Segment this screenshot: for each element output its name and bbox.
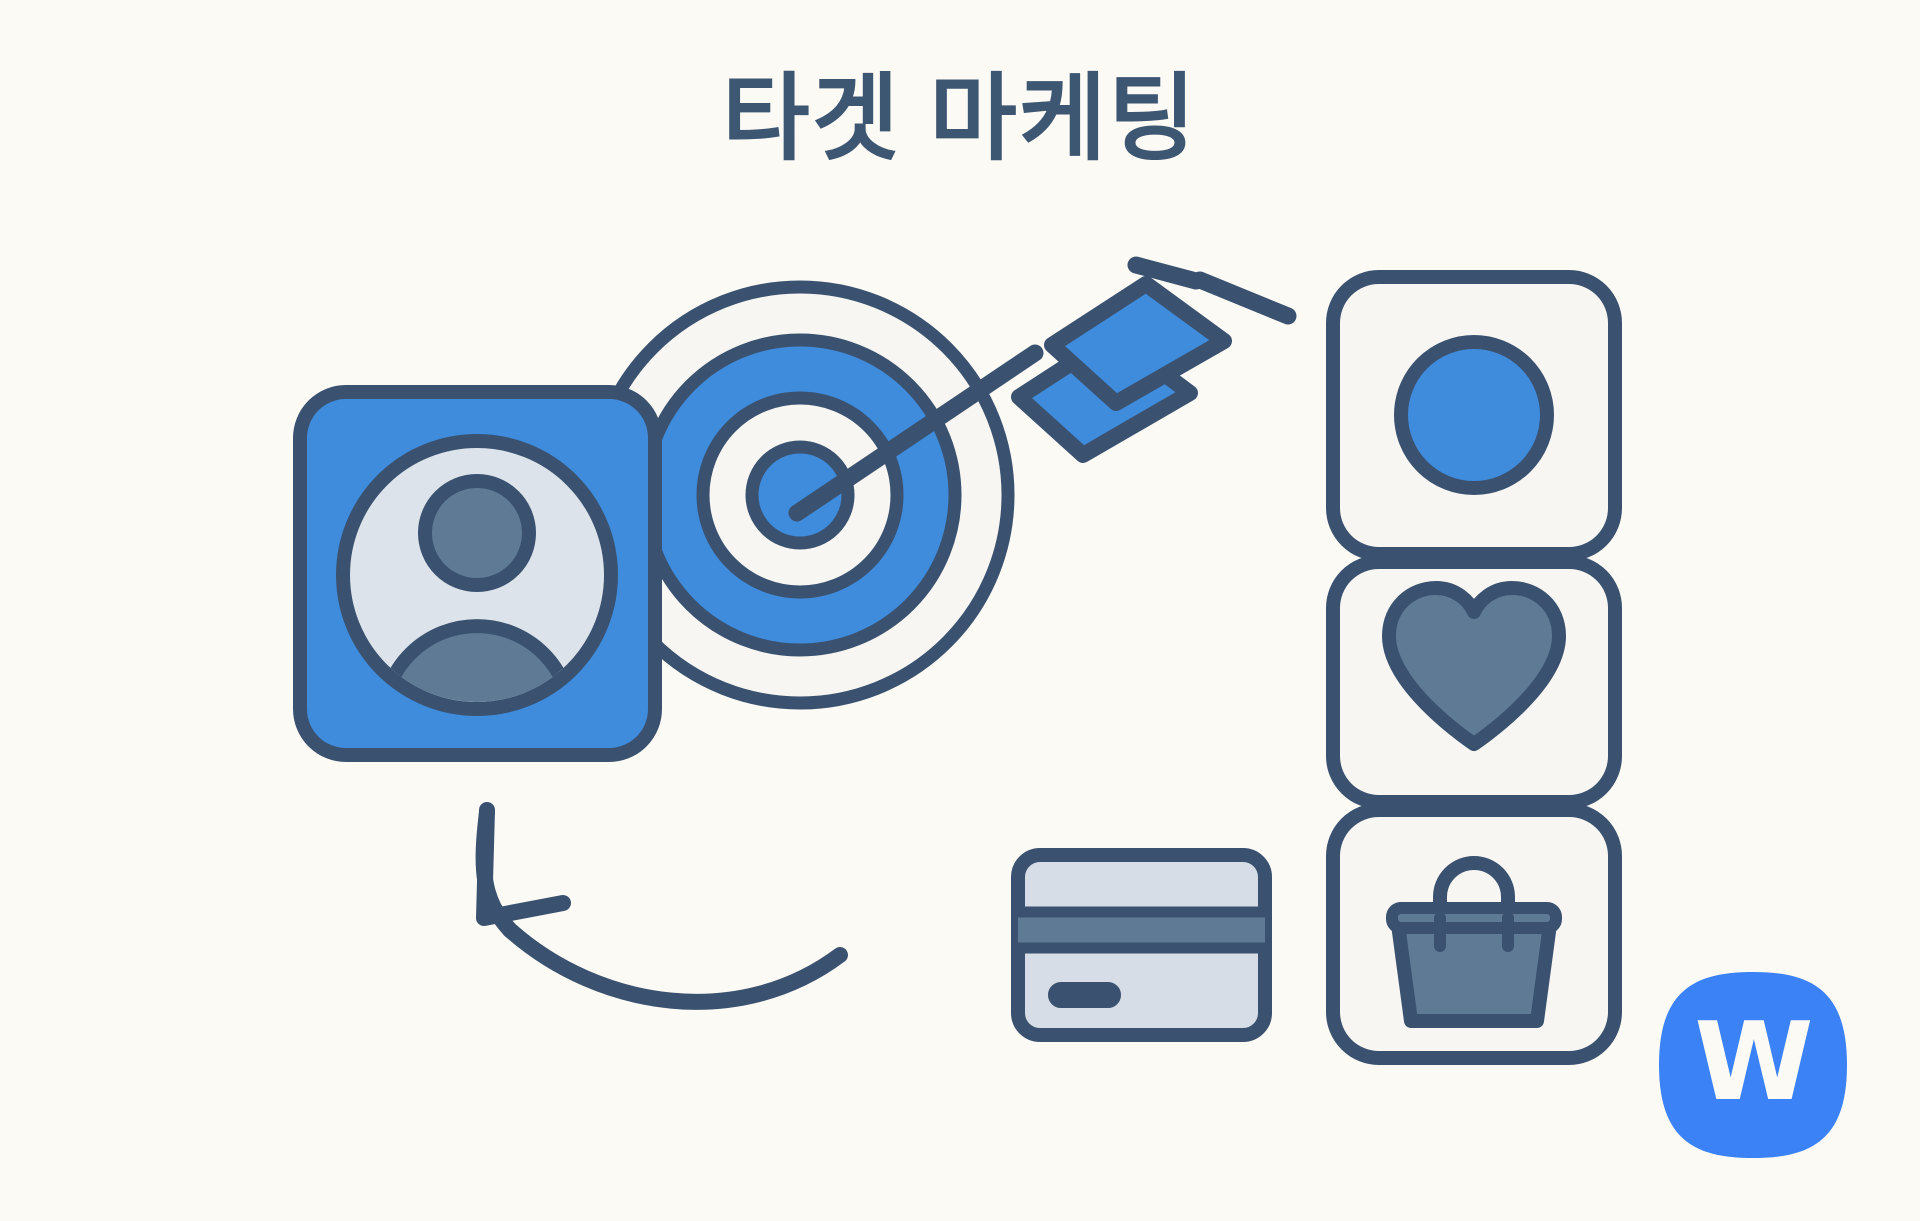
shopping-bag-rim — [1386, 902, 1562, 934]
purchases-card — [1326, 803, 1622, 1065]
arrow-nock-tail — [1191, 271, 1297, 325]
curved-arrow-pointing-to-audience — [475, 802, 848, 1010]
interests-card — [1326, 555, 1622, 809]
credit-card-chip — [1048, 982, 1121, 1008]
logo-squircle-shape — [1659, 972, 1847, 1158]
watermark-logo: W — [1655, 968, 1851, 1162]
profile-dot-card — [1326, 270, 1622, 561]
audience-avatar-card — [293, 385, 662, 762]
heart-icon — [1382, 581, 1566, 751]
arrow-fletching-upper — [1044, 276, 1232, 411]
logo-background — [1659, 972, 1847, 1158]
arrow-with-fletching — [788, 256, 1297, 522]
target-bullseye-center — [745, 440, 855, 550]
logo-letter: W — [1694, 999, 1813, 1125]
arrow-shaft — [788, 344, 1044, 522]
credit-card-magnetic-stripe — [1018, 912, 1265, 947]
credit-card — [1011, 848, 1272, 1042]
arrow-nock-upper-edge — [1127, 256, 1205, 290]
curved-arrow-shaft-join — [475, 804, 518, 938]
avatar-head — [418, 474, 536, 592]
page-title: 타겟 마케팅 — [722, 66, 1198, 172]
curved-arrow-body — [502, 922, 848, 1010]
circle-icon — [1394, 335, 1554, 495]
shopping-bag-handle-icon — [1433, 856, 1515, 925]
bullseye-target — [585, 280, 1015, 710]
